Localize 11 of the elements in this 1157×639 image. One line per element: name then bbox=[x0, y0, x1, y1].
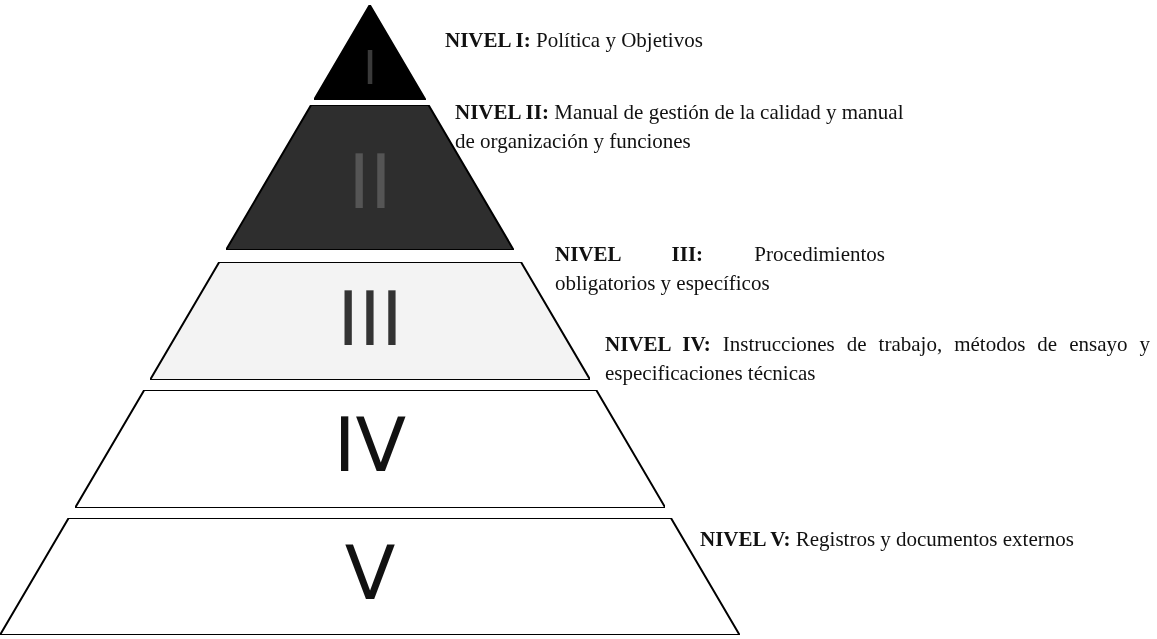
level-description: NIVEL I: Política y Objetivos bbox=[445, 27, 704, 54]
level-numeral: III bbox=[337, 282, 403, 356]
level-description: NIVEL III: Procedimientos obligatorios y específicos bbox=[555, 241, 885, 297]
level-description: NIVEL IV: Instrucciones de trabajo, métodos de ensayo y especificaciones técnicas bbox=[605, 331, 1150, 387]
level-description: NIVEL II: Manual de gestión de la calidad y manual de organización y funciones bbox=[455, 99, 905, 155]
pyramid-level bbox=[74, 390, 666, 508]
level-numeral: I bbox=[363, 45, 377, 91]
level-numeral: IV bbox=[333, 408, 407, 482]
level-numeral: V bbox=[344, 536, 396, 610]
level-description: NIVEL V: Registros y documentos externos bbox=[700, 526, 1075, 553]
pyramid-apex bbox=[314, 5, 426, 100]
